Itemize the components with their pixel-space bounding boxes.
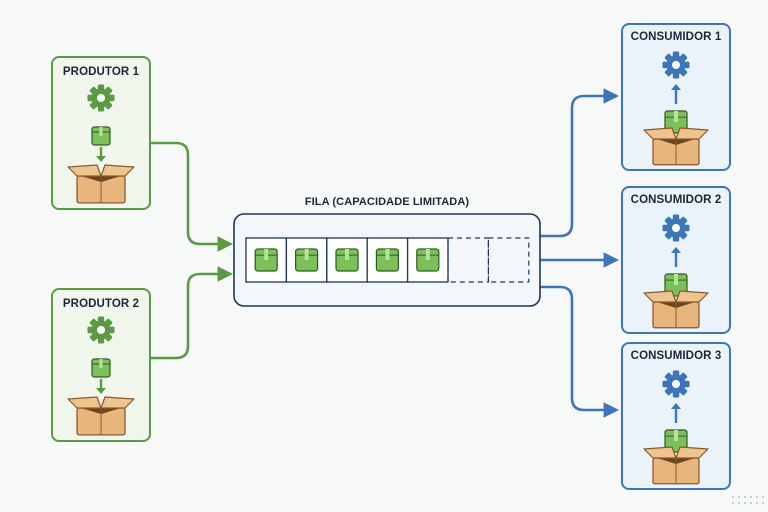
- producer-2-label: PRODUTOR 2: [62, 298, 140, 310]
- queue-package-icon: [416, 248, 440, 272]
- consumer-1-gear-icon: [662, 51, 690, 79]
- queue-package-icon: [295, 248, 319, 272]
- nodes: [51, 23, 731, 490]
- consumer-3-up-arrow-icon: [671, 403, 681, 423]
- producer-2-open-box-icon: [67, 396, 135, 436]
- consumer-2-label: CONSUMIDOR 2: [630, 194, 722, 206]
- producer-2-to-queue-arrow: [150, 266, 234, 360]
- producer-1-open-box-icon: [67, 164, 135, 204]
- queue-package-icon: [375, 248, 399, 272]
- consumer-2-up-arrow-icon: [671, 247, 681, 267]
- producer-2-gear-icon: [87, 316, 115, 344]
- consumer-1-open-box-icon: [643, 127, 709, 166]
- producer-1-label: PRODUTOR 1: [62, 66, 140, 78]
- queue-to-consumer-1-arrow: [540, 88, 620, 238]
- consumer-2-gear-icon: [662, 214, 690, 242]
- connectors: [150, 88, 620, 418]
- producer-1-gear-icon: [87, 84, 115, 112]
- decorative-dots: [730, 494, 766, 508]
- consumer-2-package-icon: [664, 273, 688, 297]
- producer-1-package-icon: [91, 126, 111, 146]
- queue-title: FILA (CAPACIDADE LIMITADA): [304, 196, 470, 208]
- queue-to-consumer-3-arrow: [540, 285, 620, 418]
- consumer-1-package-icon: [664, 110, 688, 134]
- producer-1-down-arrow-icon: [96, 147, 106, 162]
- producer-2-down-arrow-icon: [96, 379, 106, 394]
- consumer-1-up-arrow-icon: [671, 84, 681, 104]
- consumer-2-open-box-icon: [643, 290, 709, 329]
- consumer-1-label: CONSUMIDOR 1: [630, 31, 722, 43]
- queue-slot-empty: [447, 237, 490, 283]
- producer-1-to-queue-arrow: [150, 141, 234, 252]
- producer-2-package-icon: [91, 358, 111, 378]
- queue-slot-empty: [487, 237, 530, 283]
- consumer-3-open-box-icon: [643, 446, 709, 485]
- queue-package-icon: [254, 248, 278, 272]
- consumer-3-gear-icon: [662, 370, 690, 398]
- consumer-3-package-icon: [664, 429, 688, 453]
- queue-package-icon: [335, 248, 359, 272]
- consumer-3-label: CONSUMIDOR 3: [630, 350, 722, 362]
